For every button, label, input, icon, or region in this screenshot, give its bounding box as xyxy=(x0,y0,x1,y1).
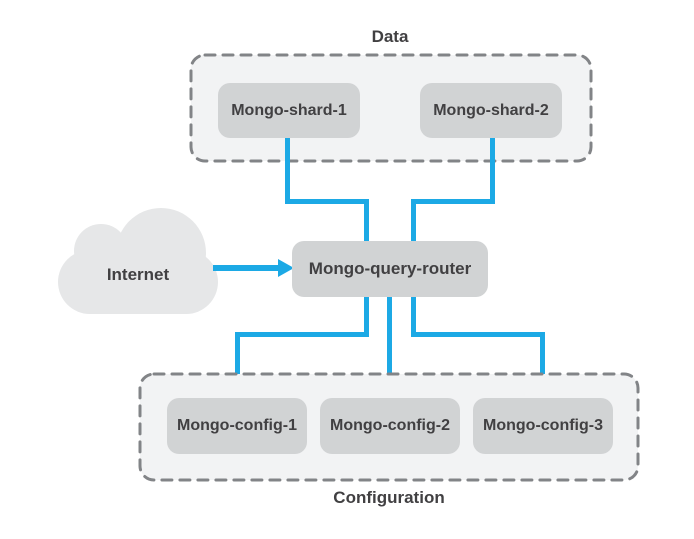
node-mongo-config-1: Mongo-config-1 xyxy=(167,398,307,454)
connector-shard2-into-router xyxy=(411,199,416,241)
node-mongo-query-router: Mongo-query-router xyxy=(292,241,488,297)
node-mongo-config-3: Mongo-config-3 xyxy=(473,398,613,454)
connector-shard1-vertical xyxy=(285,138,290,204)
node-mongo-shard-2: Mongo-shard-2 xyxy=(420,83,562,138)
node-mongo-config-1-label: Mongo-config-1 xyxy=(177,417,297,434)
connector-config1-vertical xyxy=(235,332,240,400)
internet-arrow-shaft xyxy=(213,265,279,271)
internet-arrow-head-icon xyxy=(278,259,294,277)
node-mongo-shard-1-label: Mongo-shard-1 xyxy=(231,101,347,119)
connector-shard2-horizontal xyxy=(411,199,495,204)
cloud-shape-base xyxy=(58,250,218,314)
node-mongo-config-3-label: Mongo-config-3 xyxy=(483,417,603,434)
node-mongo-shard-2-label: Mongo-shard-2 xyxy=(433,101,549,119)
connector-router-left-drop xyxy=(364,297,369,337)
internet-label: Internet xyxy=(106,265,170,284)
connector-router-right-drop xyxy=(411,297,416,337)
node-mongo-config-2-label: Mongo-config-2 xyxy=(330,417,450,434)
internet-cloud: Internet xyxy=(58,208,218,314)
connector-shard2-vertical xyxy=(490,138,495,204)
node-mongo-shard-1: Mongo-shard-1 xyxy=(218,83,360,138)
connector-router-left-horizontal xyxy=(235,332,369,337)
connector-config3-vertical xyxy=(540,332,545,400)
connector-config2-vertical xyxy=(387,297,392,400)
connector-shard1-into-router xyxy=(364,199,369,241)
connector-router-right-horizontal xyxy=(411,332,545,337)
data-group-label: Data xyxy=(371,27,409,46)
connector-shard1-horizontal xyxy=(285,199,369,204)
configuration-group-label: Configuration xyxy=(333,488,445,507)
node-mongo-query-router-label: Mongo-query-router xyxy=(308,259,472,278)
node-mongo-config-2: Mongo-config-2 xyxy=(320,398,460,454)
